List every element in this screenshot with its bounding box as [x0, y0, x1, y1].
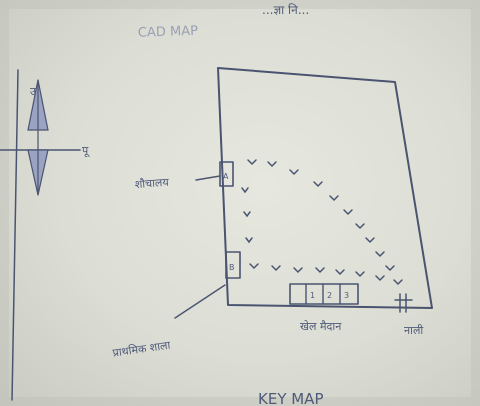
- gate-mark: [394, 293, 413, 313]
- bottom-middle-label: खेल मैदान: [300, 320, 342, 333]
- rooms-row: [289, 283, 359, 305]
- tree-marks: [241, 159, 403, 286]
- upper-box-mark: A: [223, 172, 229, 181]
- bottom-right-label: नाली: [404, 324, 423, 337]
- room-digit-3: 3: [344, 291, 349, 300]
- top-partial-heading: ...ज्ञा नि...: [262, 3, 309, 17]
- room-digit-1: 1: [310, 291, 315, 300]
- left-lower-leader: [174, 284, 226, 319]
- margin-line: [11, 69, 19, 401]
- left-lower-label: प्राथमिक शाला: [112, 339, 172, 360]
- lower-box: [225, 251, 241, 279]
- left-upper-leader: [195, 175, 221, 181]
- upper-box: [219, 161, 234, 187]
- north-label: उ: [30, 85, 37, 98]
- compass-icon: [0, 79, 81, 196]
- key-map-heading: KEY MAP: [258, 390, 324, 406]
- east-label: पू: [82, 144, 90, 158]
- cad-map-heading: CAD MAP: [138, 24, 199, 41]
- left-upper-label: शौचालय: [134, 176, 169, 191]
- site-boundary: [217, 67, 433, 309]
- room-digit-2: 2: [327, 291, 332, 300]
- lower-box-mark: B: [229, 263, 235, 272]
